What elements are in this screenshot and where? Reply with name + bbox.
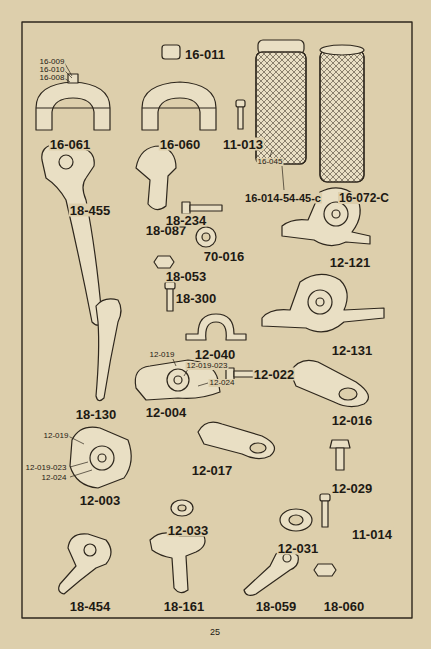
leader-line bbox=[64, 62, 284, 477]
part-number: 18-300 bbox=[175, 292, 217, 305]
part-number: 11-013 bbox=[222, 138, 264, 151]
page-number: 25 bbox=[209, 628, 221, 637]
part-number: 16-011 bbox=[184, 48, 226, 61]
callout-number: 16-009 bbox=[39, 58, 66, 66]
part-number: 12-029 bbox=[331, 482, 373, 495]
sleeve bbox=[162, 45, 180, 59]
callout-number: 12-024 bbox=[41, 474, 68, 482]
clamp-half bbox=[36, 74, 110, 130]
star-washer bbox=[196, 227, 216, 247]
lever bbox=[244, 550, 298, 595]
part-number: 12-121 bbox=[329, 256, 371, 269]
part-number: 16-072-C bbox=[338, 192, 390, 204]
handlebar-grip bbox=[320, 45, 364, 182]
part-number: 18-053 bbox=[165, 270, 207, 283]
callout-number: 12-019 bbox=[43, 432, 70, 440]
part-number: 12-031 bbox=[277, 542, 319, 555]
part-number: 12-131 bbox=[331, 344, 373, 357]
part-number: 16-060 bbox=[159, 138, 201, 151]
part-number: 12-004 bbox=[145, 406, 187, 419]
bolt bbox=[330, 440, 350, 470]
nut bbox=[314, 564, 336, 576]
part-number: 18-455 bbox=[69, 204, 111, 217]
part-number: 12-022 bbox=[253, 368, 295, 381]
part-number: 16-061 bbox=[49, 138, 91, 151]
part-number: 12-040 bbox=[194, 348, 236, 361]
lever-perch bbox=[136, 146, 176, 210]
part-number: 18-130 bbox=[75, 408, 117, 421]
screw bbox=[165, 282, 175, 311]
callout-number: 12-019 bbox=[149, 351, 176, 359]
part-number: 18-060 bbox=[323, 600, 365, 613]
callout-number: 12-024 bbox=[209, 379, 236, 387]
lever-plate bbox=[198, 422, 275, 458]
clip-strap bbox=[186, 314, 246, 340]
part-number: 12-016 bbox=[331, 414, 373, 427]
callout-number: 12-019-023 bbox=[25, 464, 68, 472]
lever bbox=[42, 144, 102, 325]
page-border bbox=[22, 22, 412, 618]
part-number: 18-234 bbox=[165, 214, 207, 227]
part-number: 16-014-54-45-c bbox=[244, 193, 322, 204]
handlebar-control bbox=[262, 274, 384, 331]
callout-number: 16-008 bbox=[39, 74, 66, 82]
screw bbox=[236, 100, 245, 129]
callout-number: 12-019-023 bbox=[186, 362, 229, 370]
nut bbox=[154, 256, 174, 268]
part-number: 12-017 bbox=[191, 464, 233, 477]
callout-number: 16-045 bbox=[257, 158, 284, 166]
washer bbox=[280, 509, 312, 531]
lever bbox=[96, 299, 121, 401]
bolt bbox=[182, 202, 222, 214]
part-number: 70-016 bbox=[203, 250, 245, 263]
clamp-half bbox=[142, 82, 216, 130]
screw bbox=[320, 494, 330, 527]
part-number: 11-014 bbox=[351, 528, 393, 541]
part-number: 12-003 bbox=[79, 494, 121, 507]
lever bbox=[59, 534, 111, 594]
part-number: 18-161 bbox=[163, 600, 205, 613]
washer bbox=[171, 500, 193, 516]
part-number: 12-033 bbox=[167, 524, 209, 537]
part-number: 18-059 bbox=[255, 600, 297, 613]
lever-plate bbox=[290, 360, 369, 406]
part-number: 18-454 bbox=[69, 600, 111, 613]
callout-number: 16-010 bbox=[39, 66, 66, 74]
control-clamp bbox=[70, 427, 131, 488]
lever-perch bbox=[150, 533, 205, 593]
